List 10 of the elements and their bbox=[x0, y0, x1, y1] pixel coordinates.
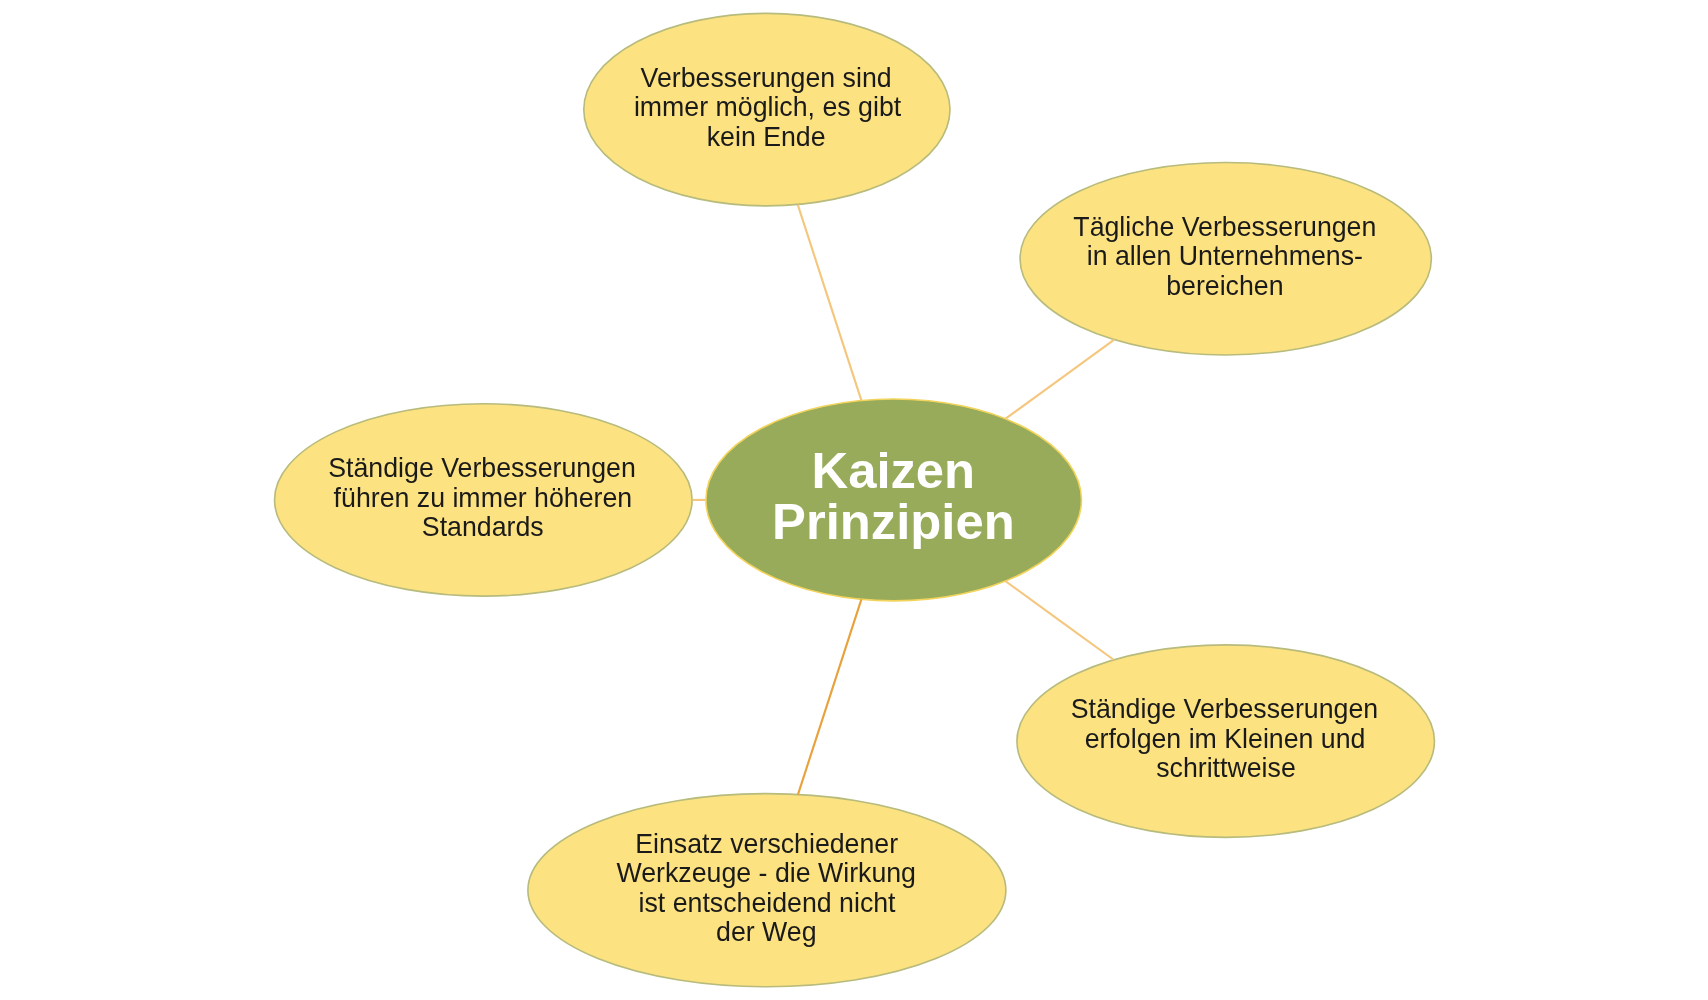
node-ellipse: Verbesserungen sind immer möglich, es gibt kein Ende bbox=[582, 12, 951, 207]
node-ellipse: Tägliche Verbesserungen in allen Unternehmens- bereichen bbox=[1018, 161, 1432, 356]
connector bbox=[1004, 338, 1115, 420]
node-ellipse: Einsatz verschiedener Werkzeuge - die Wirkung ist entscheidend nicht der Weg bbox=[526, 792, 1007, 988]
node-ellipse: Ständige Verbesserungen führen zu immer höheren Standards bbox=[273, 402, 693, 597]
node-ellipse: Kaizen Prinzipien bbox=[704, 398, 1082, 602]
connector bbox=[796, 599, 862, 795]
connector bbox=[796, 204, 862, 401]
connector bbox=[1004, 580, 1114, 661]
node-ellipse: Ständige Verbesserungen erfolgen im Kleinen und schrittweise bbox=[1015, 644, 1435, 839]
